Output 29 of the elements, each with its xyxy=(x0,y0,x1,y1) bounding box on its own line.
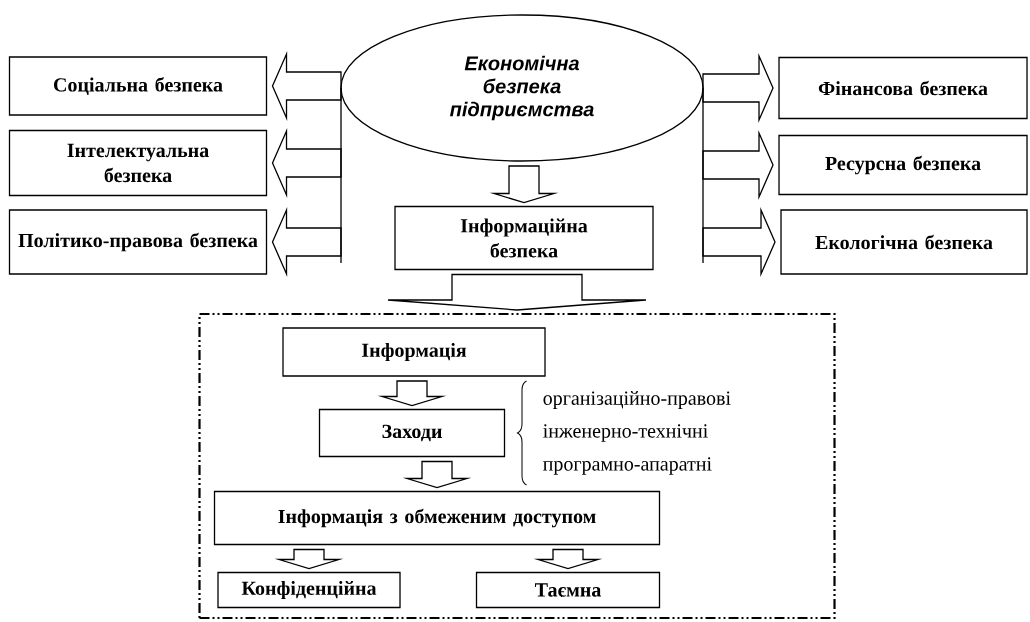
process-box: Інформація xyxy=(282,327,546,377)
process-box: Таємна xyxy=(475,571,661,609)
block-arrow xyxy=(533,548,603,570)
dashed-frame xyxy=(198,312,836,620)
block-arrow xyxy=(274,548,344,570)
process-box: Ресурсна безпека xyxy=(778,134,1028,196)
side-note: організаційно-правові xyxy=(543,391,731,409)
process-box: Фінансова безпека xyxy=(778,56,1028,120)
ellipse-node: Економічна безпека підприємства xyxy=(340,14,704,162)
process-box: Інтелектуальна безпека xyxy=(8,129,268,197)
block-arrow xyxy=(702,129,774,201)
process-box: Заходи xyxy=(318,408,506,458)
process-box: Інформація з обмеженим доступом xyxy=(213,490,661,546)
process-box: Конфіденційна xyxy=(217,571,401,609)
block-arrow xyxy=(271,127,342,199)
block-arrow xyxy=(702,52,774,124)
block-arrow xyxy=(402,460,472,489)
process-box: Політико-правова безпека xyxy=(8,209,268,275)
block-arrow xyxy=(489,165,559,204)
block-arrow xyxy=(702,206,776,278)
block-arrow xyxy=(387,273,647,311)
process-box: Інформаційна безпека xyxy=(394,205,654,271)
block-arrow xyxy=(271,206,342,278)
process-box: Соціальна безпека xyxy=(8,56,268,116)
block-arrow xyxy=(271,50,342,122)
side-note: програмно-апаратні xyxy=(543,457,712,475)
side-note: інженерно-технічні xyxy=(543,424,708,442)
block-arrow xyxy=(377,380,447,407)
process-box: Екологічна безпека xyxy=(780,209,1028,275)
